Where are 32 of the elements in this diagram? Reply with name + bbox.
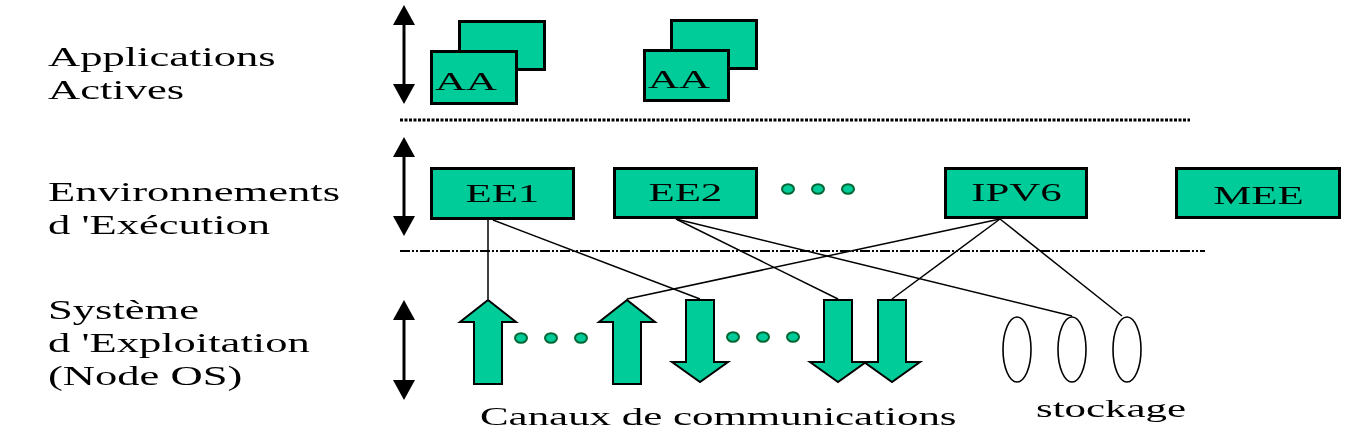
layer-label: Système d 'Exploitation (Node OS) [48, 294, 310, 393]
storage-ellipse [1002, 316, 1032, 383]
environment-label: EE1 [465, 180, 540, 207]
environment-label: IPV6 [970, 180, 1062, 206]
application-label: AA [648, 67, 710, 93]
down-block-arrow [863, 299, 921, 383]
storage-caption: stockage [1036, 396, 1187, 422]
environment-box [944, 167, 1088, 219]
up-block-arrow [459, 299, 517, 385]
down-block-arrow [671, 299, 729, 383]
stacked-application-box [643, 18, 759, 103]
connector-line [626, 218, 1001, 300]
layer-label: Applications Actives [48, 41, 276, 107]
connector-line [675, 218, 839, 300]
channels-caption: Canaux de communications [480, 404, 957, 430]
environment-label: EE2 [648, 180, 723, 206]
environment-box [1175, 167, 1341, 219]
layer-label: Environnements d 'Exécution [48, 176, 340, 242]
storage-ellipse [1057, 316, 1087, 383]
environment-box [613, 167, 758, 219]
connector-line [891, 218, 1001, 300]
connector-line [487, 219, 489, 300]
down-block-arrow [809, 299, 867, 383]
stacked-application-box [430, 19, 547, 106]
application-label: AA [435, 69, 497, 95]
environment-box [430, 167, 575, 220]
environment-label: MEE [1212, 183, 1304, 209]
storage-ellipse [1112, 316, 1142, 383]
up-block-arrow [598, 299, 656, 385]
connector-line [492, 219, 701, 300]
connector-line [675, 218, 1073, 317]
connector-line [999, 218, 1123, 317]
